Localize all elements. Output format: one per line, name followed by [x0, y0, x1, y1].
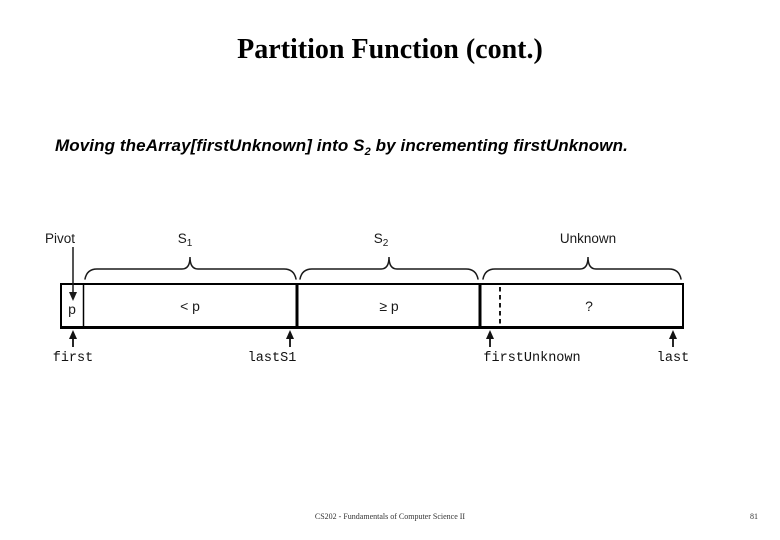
unknown-cell-text: ?: [585, 298, 593, 314]
s2-label: S2: [374, 231, 389, 249]
subtitle-subscript: 2: [364, 146, 371, 158]
s2-label-sub: 2: [383, 238, 389, 249]
pivot-cell-text: p: [68, 301, 76, 317]
first-arrow: [69, 330, 77, 347]
footer-text: CS202 - Fundamentals of Computer Science…: [314, 512, 466, 521]
pivot-arrow-head: [69, 292, 77, 301]
unknown-label: Unknown: [560, 231, 616, 246]
s1-brace: [84, 256, 297, 280]
s1-cell-text: < p: [180, 298, 200, 314]
page-number: 81: [750, 512, 758, 521]
s2-cell-text: ≥ p: [379, 298, 399, 314]
firstUnknown-arrow: [486, 330, 494, 347]
s2-brace: [299, 256, 479, 280]
unknown-brace: [482, 256, 682, 280]
slide-title: Partition Function (cont.): [237, 34, 543, 65]
firstUnknown-index-label: firstUnknown: [483, 351, 580, 366]
pivot-label: Pivot: [45, 231, 75, 246]
last-index-label: last: [657, 351, 689, 366]
subtitle-text-1: Moving theArray[firstUnknown] into S: [55, 136, 365, 155]
first-index-label: first: [53, 351, 94, 366]
array-bar: [60, 283, 684, 328]
subtitle-text-2: by incrementing firstUnknown.: [370, 136, 628, 155]
last-arrow: [669, 330, 677, 347]
lastS1-arrow: [286, 330, 294, 347]
s1-label-base: S: [178, 231, 187, 246]
s1-label: S1: [178, 231, 193, 249]
s1-label-sub: 1: [187, 238, 193, 249]
lastS1-index-label: lastS1: [248, 351, 297, 366]
s2-label-base: S: [374, 231, 383, 246]
slide-subtitle: Moving theArray[firstUnknown] into S2 by…: [55, 136, 755, 159]
